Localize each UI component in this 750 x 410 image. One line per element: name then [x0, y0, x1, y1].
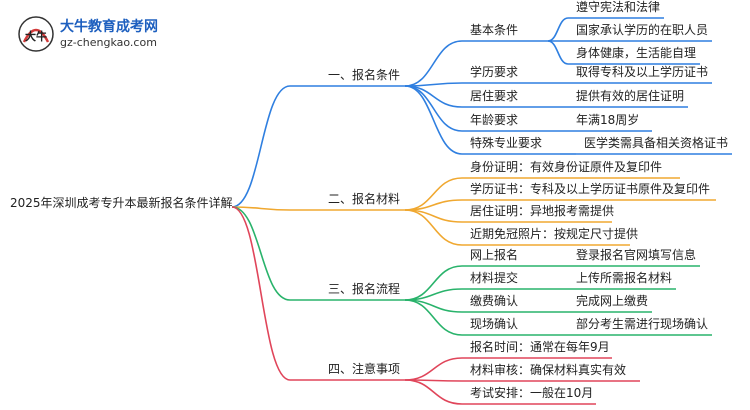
leaf-label-1-5-1: 医学类需具备相关资格证书: [584, 136, 729, 150]
logo-mark-text: 大牛: [25, 29, 47, 43]
leaf-label-1-3-1: 提供有效的居住证明: [576, 89, 685, 103]
connector-root-branch-2: [231, 206, 291, 211]
child-label-4-2: 材料审核：确保材料真实有效: [470, 363, 627, 377]
connector-branch-2-child-4: [404, 209, 463, 246]
branch-label-3: 三、报名流程: [328, 282, 401, 296]
child-label-3-3: 缴费确认: [470, 294, 519, 308]
branch-label-1: 一、报名条件: [328, 68, 401, 82]
connector-leaf-1-1-3: [547, 40, 569, 65]
connector-root-branch-3: [231, 206, 291, 301]
logo-url: gz-chengkao.com: [60, 36, 157, 49]
logo-title: 大牛教育成考网: [60, 19, 158, 35]
connector-branch-4-child-1: [404, 357, 463, 381]
branch-label-2: 二、报名材料: [328, 192, 401, 206]
child-label-4-1: 报名时间：通常在每年9月: [470, 340, 610, 354]
child-label-1-3: 居住要求: [470, 89, 519, 103]
connector-root-branch-1: [231, 85, 291, 208]
leaf-label-1-1-3: 身体健康，生活能自理: [576, 46, 697, 60]
branch-label-4: 四、注意事项: [328, 362, 401, 376]
connector-branch-1-child-1: [404, 40, 463, 87]
leaf-label-1-2-1: 取得专科及以上学历证书: [576, 65, 709, 79]
connector-branch-1-child-5: [404, 85, 463, 155]
site-logo[interactable]: 大牛 大牛教育成考网 gz-chengkao.com: [14, 14, 214, 54]
child-label-4-3: 考试安排：一般在10月: [470, 386, 594, 400]
leaf-label-3-3-1: 完成网上缴费: [576, 294, 649, 308]
child-label-1-1: 基本条件: [470, 23, 519, 37]
child-label-1-5: 特殊专业要求: [470, 136, 543, 150]
child-label-3-2: 材料提交: [470, 271, 519, 285]
child-label-2-4: 近期免冠照片：按规定尺寸提供: [470, 227, 639, 241]
child-label-2-1: 身份证明：有效身份证原件及复印件: [470, 160, 663, 174]
leaf-label-3-2-1: 上传所需报名材料: [576, 271, 673, 285]
root-topic: 2025年深圳成考专升本最新报名条件详解: [10, 196, 233, 210]
leaf-label-3-1-1: 登录报名官网填写信息: [576, 248, 697, 262]
child-label-1-4: 年龄要求: [470, 113, 519, 127]
child-label-1-2: 学历要求: [470, 65, 519, 79]
connector-root-branch-4: [231, 206, 291, 381]
connector-branch-3-child-4: [404, 299, 463, 336]
child-label-3-4: 现场确认: [470, 317, 519, 331]
connector-branch-4-child-3: [404, 379, 463, 405]
leaf-label-1-1-2: 国家承认学历的在职人员: [576, 23, 709, 37]
child-label-2-2: 学历证书：专科及以上学历证书原件及复印件: [470, 182, 711, 196]
leaf-label-3-4-1: 部分考生需进行现场确认: [576, 317, 709, 331]
connector-branch-1-child-4: [404, 85, 463, 132]
leaf-label-1-1-1: 遵守宪法和法律: [576, 0, 661, 14]
logo-mark-icon: 大牛: [18, 16, 54, 52]
leaf-label-1-4-1: 年满18周岁: [576, 113, 640, 127]
child-label-2-3: 居住证明：异地报考需提供: [470, 204, 615, 218]
child-label-3-1: 网上报名: [470, 248, 519, 262]
connector-leaf-1-1-1: [547, 17, 569, 42]
